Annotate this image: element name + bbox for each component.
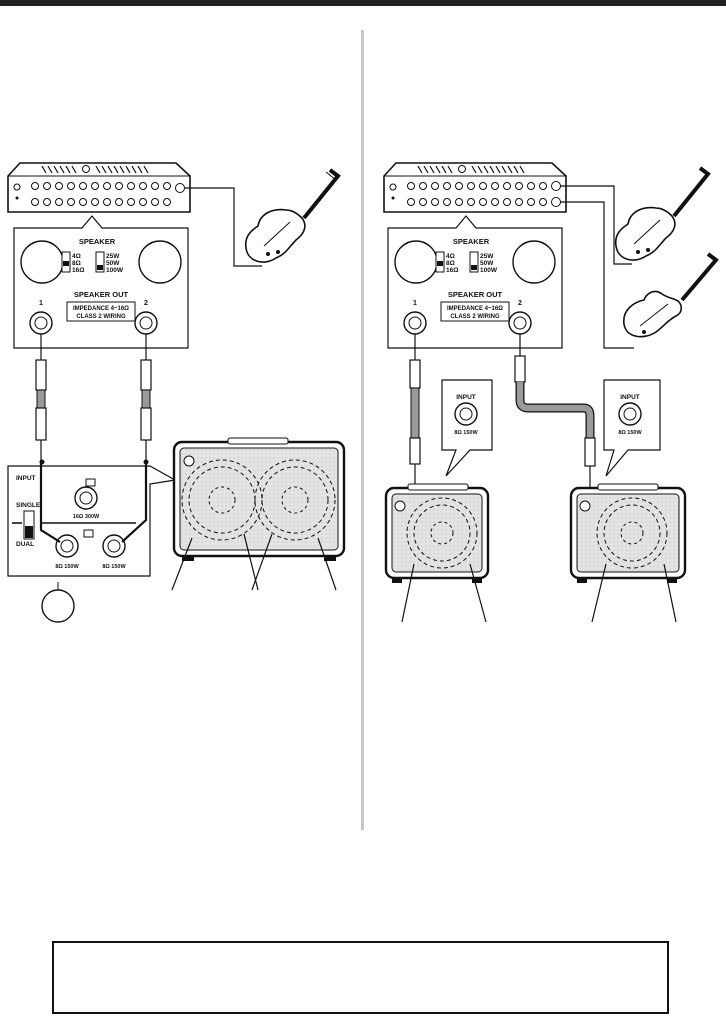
power-50-label: 50W <box>106 260 120 267</box>
leader-lines-right <box>401 563 677 623</box>
cabinet-2x12-left <box>172 437 346 561</box>
speaker-out-title: SPEAKER OUT <box>74 290 129 299</box>
impedance-4-label: 4Ω <box>72 253 81 260</box>
cable-right-1 <box>409 334 421 490</box>
left-diagram: SPEAKER 4Ω 8Ω 16Ω 25W 50W 100W SPEAKER O… <box>7 162 346 623</box>
guitar-cable-left <box>184 187 262 267</box>
impedance-line1: IMPEDANCE 4~16Ω <box>73 306 129 312</box>
jack-a-rating: 8Ω 150W <box>55 564 79 570</box>
guitar-cable-right-2 <box>560 201 634 349</box>
impedance-line1-right: IMPEDANCE 4~16Ω <box>447 306 503 312</box>
small-input-rating-1: 8Ω 150W <box>454 430 478 436</box>
impedance-16-label: 16Ω <box>72 267 84 274</box>
jack-2-label-right: 2 <box>518 300 522 307</box>
jack-2-label: 2 <box>144 300 148 307</box>
cabinet-1x12-right-1 <box>384 483 490 583</box>
note-box <box>52 941 669 1014</box>
speaker-out-title-right: SPEAKER OUT <box>448 290 503 299</box>
cabinet-1x12-right-2 <box>569 483 687 583</box>
impedance-line2-right: CLASS 2 WIRING <box>450 314 500 320</box>
cab-input-label: INPUT <box>16 475 36 482</box>
small-input-label-2: INPUT <box>620 394 640 401</box>
speaker-title: SPEAKER <box>79 237 116 246</box>
speaker-panel-right: SPEAKER 4Ω 8Ω 16Ω 25W 50W 100W SPEAKER O… <box>387 215 563 349</box>
cab-input-rating: 16Ω 300W <box>73 514 100 520</box>
speaker-title-right: SPEAKER <box>453 237 490 246</box>
power-25-label: 25W <box>106 253 120 260</box>
guitar-cable-right-1 <box>560 185 632 265</box>
speaker-panel-left: SPEAKER 4Ω 8Ω 16Ω 25W 50W 100W SPEAKER O… <box>13 215 189 349</box>
header-bar <box>0 0 726 6</box>
cables-left <box>35 334 152 460</box>
small-input-label-1: INPUT <box>456 394 476 401</box>
input-callout-right-2: INPUT 8Ω 150W <box>603 379 661 477</box>
single-label: SINGLE <box>16 502 41 509</box>
guitar-icon-left <box>244 168 341 263</box>
cab-panel-left: INPUT 16Ω 300W SINGLE DUAL 8Ω 150W 8Ω 15… <box>7 459 177 577</box>
power-100-label: 100W <box>106 267 124 274</box>
jack-1-label: 1 <box>39 300 43 307</box>
input-callout-right-1: INPUT 8Ω 150W <box>441 379 493 477</box>
power-50-label-right: 50W <box>480 260 494 267</box>
small-input-rating-2: 8Ω 150W <box>618 430 642 436</box>
leader-lines-left <box>171 533 337 591</box>
jack-b-rating: 8Ω 150W <box>102 564 126 570</box>
impedance-4-label-right: 4Ω <box>446 253 455 260</box>
impedance-8-label: 8Ω <box>72 260 81 267</box>
power-25-label-right: 25W <box>480 253 494 260</box>
impedance-line2: CLASS 2 WIRING <box>76 314 126 320</box>
power-100-label-right: 100W <box>480 267 498 274</box>
column-divider <box>361 30 364 830</box>
cable-right-2 <box>514 334 596 490</box>
amp-head-left <box>7 162 191 213</box>
amp-head-right <box>383 162 567 213</box>
guitar-icon-right-2 <box>623 252 719 338</box>
right-diagram: SPEAKER 4Ω 8Ω 16Ω 25W 50W 100W SPEAKER O… <box>383 162 719 623</box>
impedance-8-label-right: 8Ω <box>446 260 455 267</box>
guitar-icon-right-1 <box>614 166 711 261</box>
callout-circle <box>41 589 75 623</box>
jack-1-label-right: 1 <box>413 300 417 307</box>
dual-label: DUAL <box>16 541 34 548</box>
impedance-16-label-right: 16Ω <box>446 267 458 274</box>
